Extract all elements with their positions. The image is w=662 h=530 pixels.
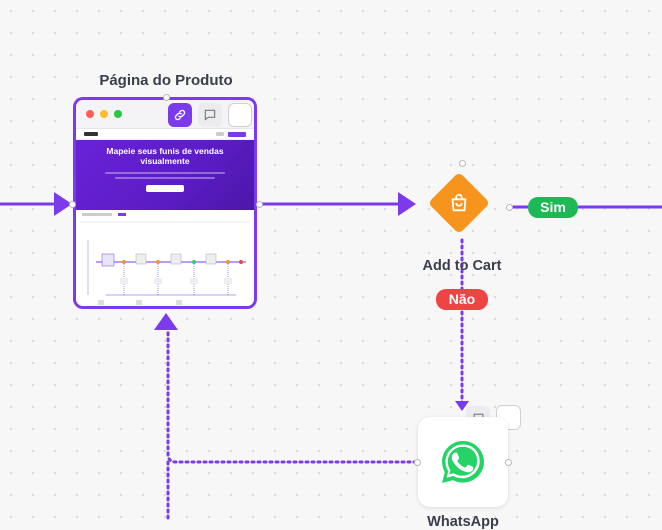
page-node-title: Página do Produto xyxy=(99,72,233,89)
link-icon xyxy=(174,109,186,121)
arrow-into-whatsapp xyxy=(455,401,469,411)
cart-node-title: Add to Cart xyxy=(422,258,502,274)
connector-whatsapp-back xyxy=(166,330,418,464)
whatsapp-icon xyxy=(442,441,484,483)
thumbnail-hero: Mapeie seus funis de vendas visualmente xyxy=(76,140,254,210)
product-page-node[interactable]: Mapeie seus funis de vendas visualmente xyxy=(73,97,257,309)
page-node-right-handle[interactable] xyxy=(256,201,263,208)
thumbnail-canvas-preview xyxy=(76,210,254,306)
comment-icon xyxy=(204,109,216,121)
whatsapp-right-handle[interactable] xyxy=(505,459,512,466)
link-button[interactable] xyxy=(168,103,192,127)
window-minimize-dot xyxy=(100,110,108,118)
add-to-cart-node[interactable] xyxy=(426,170,492,236)
whatsapp-node-title: WhatsApp xyxy=(427,514,499,530)
thumbnail-nav xyxy=(76,129,254,140)
whatsapp-node[interactable] xyxy=(418,417,508,507)
yes-branch-badge[interactable]: Sim xyxy=(528,197,578,218)
arrow-into-cart xyxy=(398,192,416,216)
arrow-into-page-bottom xyxy=(154,313,178,330)
page-node-top-handle[interactable] xyxy=(163,94,170,101)
window-maximize-dot xyxy=(114,110,122,118)
shopping-bag-icon xyxy=(451,193,467,212)
page-node-left-handle[interactable] xyxy=(69,201,76,208)
window-close-dot xyxy=(86,110,94,118)
cart-node-top-handle[interactable] xyxy=(459,160,466,167)
cart-node-right-handle[interactable] xyxy=(506,204,513,211)
arrow-into-page xyxy=(54,192,72,216)
no-branch-badge[interactable]: Não xyxy=(436,289,488,310)
diamond-shape xyxy=(429,173,489,233)
comment-button[interactable] xyxy=(198,103,222,127)
whatsapp-left-handle[interactable] xyxy=(414,459,421,466)
thumbnail-hero-title: Mapeie seus funis de vendas visualmente xyxy=(106,146,224,166)
browser-bar xyxy=(76,100,254,129)
node-options-button[interactable] xyxy=(228,103,252,127)
